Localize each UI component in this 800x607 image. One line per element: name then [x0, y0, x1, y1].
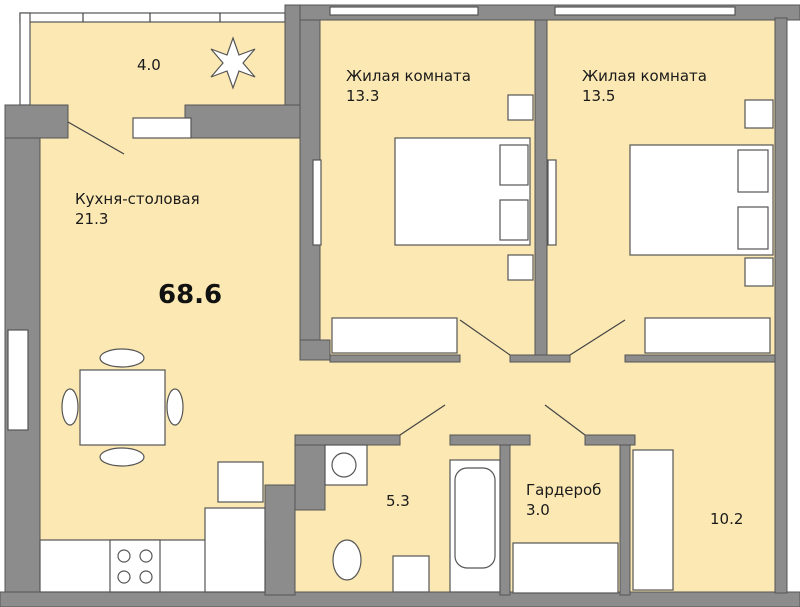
bathroom-area: 5.3 — [386, 492, 410, 510]
balcony-area: 4.0 — [137, 56, 161, 74]
kitchen-set — [39, 461, 266, 593]
wardrobe-name: Гардероб — [526, 481, 601, 499]
total-area: 68.6 — [158, 280, 222, 310]
door-swings — [67, 121, 626, 436]
bed-icon — [629, 99, 774, 287]
bedroom1-name: Жилая комната — [346, 67, 471, 85]
bedroom2-area: 13.5 — [582, 87, 615, 105]
walls — [0, 4, 800, 607]
kitchen-name: Кухня-столовая — [75, 190, 200, 208]
windows — [7, 6, 736, 431]
bathroom-fixtures — [324, 444, 501, 593]
bedroom2-name: Жилая комната — [582, 67, 707, 85]
plant-icon — [210, 36, 256, 90]
bed-icon — [394, 94, 534, 281]
bedroom1-area: 13.3 — [346, 87, 379, 105]
wardrobe-area: 3.0 — [526, 501, 550, 519]
radiators — [331, 317, 771, 594]
dining-table-icon — [61, 348, 184, 467]
kitchen-area: 21.3 — [75, 210, 108, 228]
hall-area: 10.2 — [710, 510, 743, 528]
